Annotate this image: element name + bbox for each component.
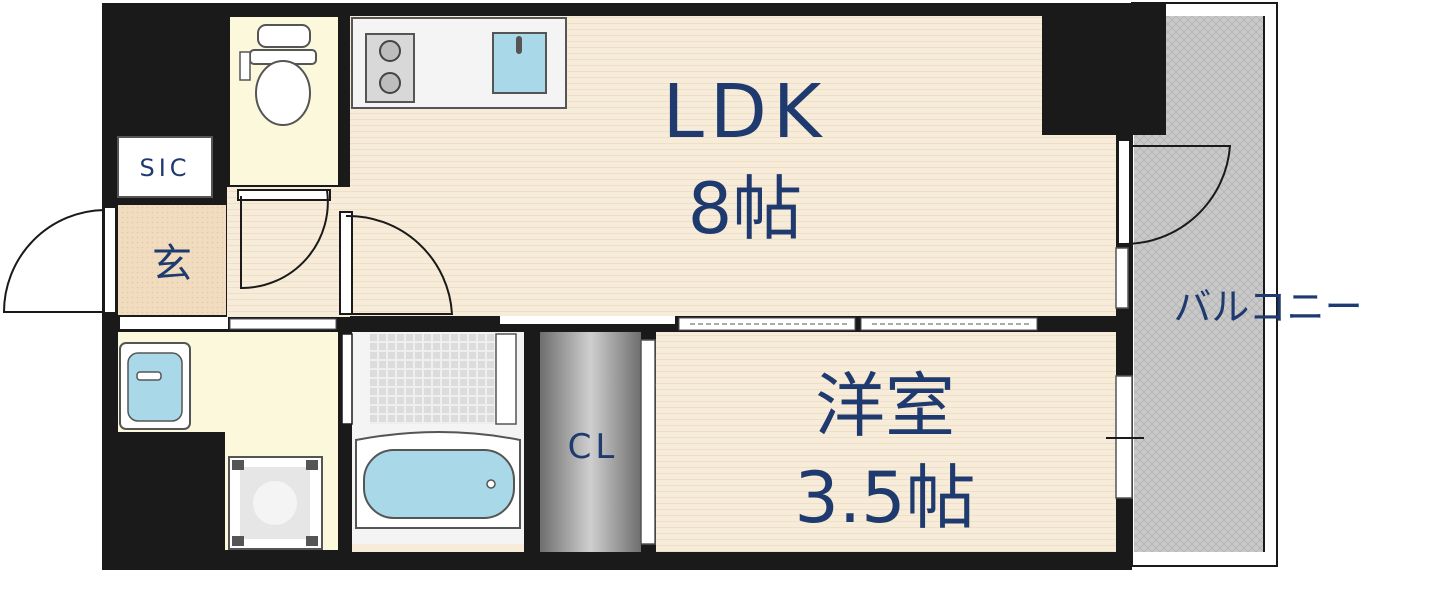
sic-room: SIC [117, 136, 213, 198]
western-label: 洋室 [815, 365, 955, 447]
balcony-label: バルコニー [1173, 285, 1362, 329]
ldk-door [339, 211, 454, 315]
partition-openings [120, 247, 1129, 331]
washroom [118, 332, 338, 550]
toilet-room [230, 17, 338, 185]
closet-label: CL [568, 427, 619, 467]
western-room [656, 332, 1144, 552]
ldk-room [350, 3, 1166, 316]
washing-machine-icon [228, 456, 323, 550]
balcony-door [1117, 139, 1232, 246]
doors [2, 139, 1232, 315]
toilet-icon [239, 24, 317, 126]
ldk-label: LDK [663, 69, 828, 155]
western-size-label: 3.5帖 [794, 457, 975, 539]
bathtub-icon [355, 431, 521, 529]
ldk-size-label: 8帖 [688, 168, 803, 250]
closet: CL [540, 332, 672, 552]
kitchen-sink-icon [492, 32, 547, 94]
entrance-door [2, 206, 117, 314]
bathroom [341, 332, 524, 552]
hallway [227, 187, 350, 317]
toilet-door [237, 189, 331, 290]
stove-icon [365, 33, 415, 103]
entrance-room: 玄 [118, 205, 226, 315]
entrance-label: 玄 [152, 241, 192, 287]
sic-label: SIC [139, 154, 190, 182]
washbasin-icon [119, 342, 191, 430]
